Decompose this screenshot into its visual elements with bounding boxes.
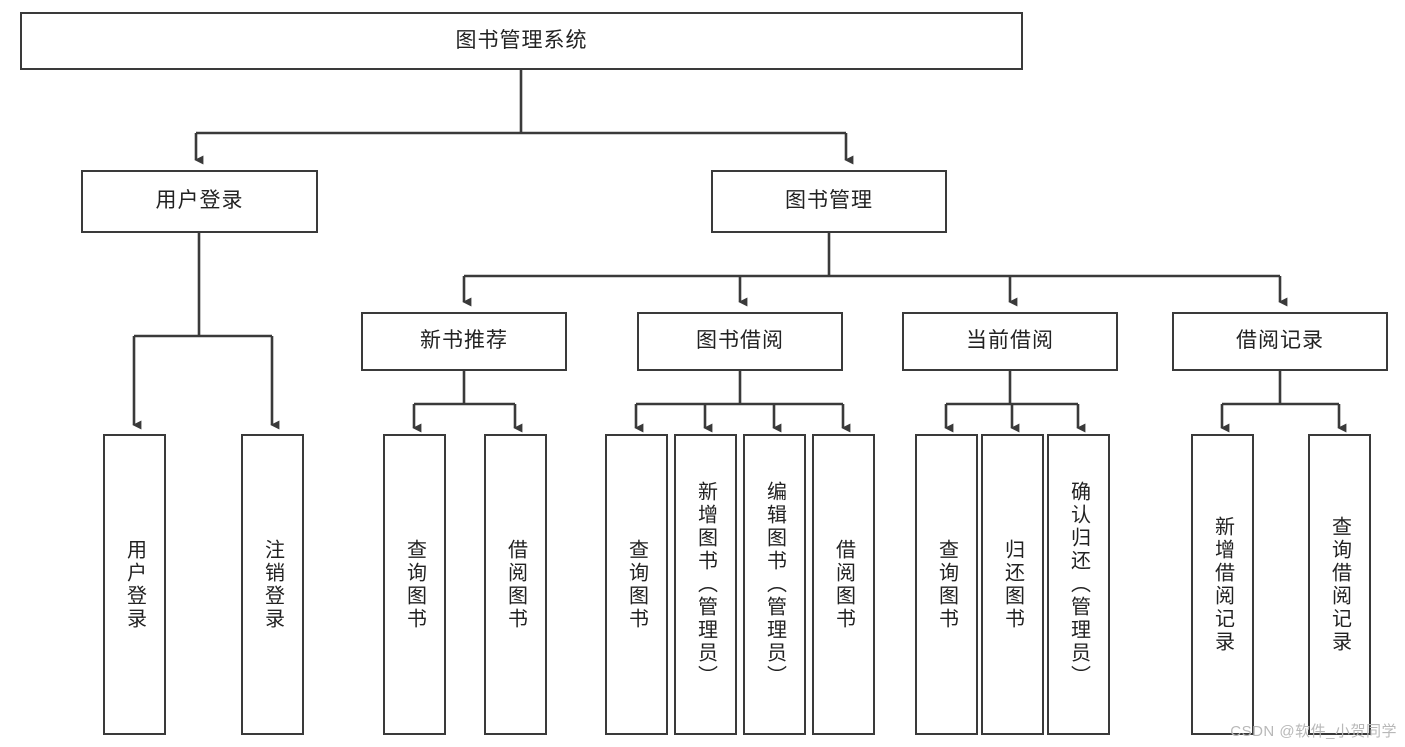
node-leaf-edit-book-label: 编辑图书（管理员） — [763, 481, 786, 688]
node-leaf-confirm-return[interactable]: 确认归还（管理员） — [1047, 434, 1110, 735]
node-new-book-recommend[interactable]: 新书推荐 — [361, 312, 567, 371]
node-leaf-add-record[interactable]: 新增借阅记录 — [1191, 434, 1254, 735]
node-book-manage[interactable]: 图书管理 — [711, 170, 947, 233]
node-book-borrow-label: 图书借阅 — [696, 329, 784, 353]
node-leaf-add-book-label: 新增图书（管理员） — [694, 481, 717, 688]
node-leaf-user-login[interactable]: 用户登录 — [103, 434, 166, 735]
node-leaf-query-book-2[interactable]: 查询图书 — [605, 434, 668, 735]
node-root-label: 图书管理系统 — [455, 28, 588, 52]
node-leaf-user-login-label: 用户登录 — [123, 538, 146, 631]
node-leaf-confirm-return-label: 确认归还（管理员） — [1067, 481, 1090, 688]
node-leaf-edit-book[interactable]: 编辑图书（管理员） — [743, 434, 806, 735]
node-user-login[interactable]: 用户登录 — [81, 170, 318, 233]
node-leaf-return-book-label: 归还图书 — [1001, 538, 1024, 631]
node-user-login-label: 用户登录 — [155, 189, 244, 213]
node-leaf-query-record[interactable]: 查询借阅记录 — [1308, 434, 1371, 735]
node-leaf-query-record-label: 查询借阅记录 — [1328, 515, 1351, 654]
node-leaf-query-book-2-label: 查询图书 — [625, 538, 648, 631]
node-borrow-record-label: 借阅记录 — [1236, 329, 1324, 353]
node-book-manage-label: 图书管理 — [785, 189, 873, 213]
node-leaf-query-book-3[interactable]: 查询图书 — [915, 434, 978, 735]
watermark-text: CSDN @软件_小贺同学 — [1230, 723, 1397, 740]
node-leaf-user-logout[interactable]: 注销登录 — [241, 434, 304, 735]
node-leaf-borrow-book-2-label: 借阅图书 — [832, 538, 855, 631]
node-book-borrow[interactable]: 图书借阅 — [637, 312, 843, 371]
node-leaf-return-book[interactable]: 归还图书 — [981, 434, 1044, 735]
node-leaf-query-book-3-label: 查询图书 — [935, 538, 958, 631]
node-leaf-borrow-book-1-label: 借阅图书 — [504, 538, 527, 631]
node-leaf-query-book-1[interactable]: 查询图书 — [383, 434, 446, 735]
node-current-borrow[interactable]: 当前借阅 — [902, 312, 1118, 371]
node-root[interactable]: 图书管理系统 — [20, 12, 1023, 70]
node-leaf-query-book-1-label: 查询图书 — [403, 538, 426, 631]
node-leaf-add-record-label: 新增借阅记录 — [1211, 515, 1234, 654]
node-borrow-record[interactable]: 借阅记录 — [1172, 312, 1388, 371]
node-new-book-recommend-label: 新书推荐 — [420, 329, 508, 353]
node-leaf-add-book[interactable]: 新增图书（管理员） — [674, 434, 737, 735]
node-leaf-user-logout-label: 注销登录 — [261, 538, 284, 631]
node-current-borrow-label: 当前借阅 — [966, 329, 1054, 353]
node-leaf-borrow-book-2[interactable]: 借阅图书 — [812, 434, 875, 735]
node-leaf-borrow-book-1[interactable]: 借阅图书 — [484, 434, 547, 735]
